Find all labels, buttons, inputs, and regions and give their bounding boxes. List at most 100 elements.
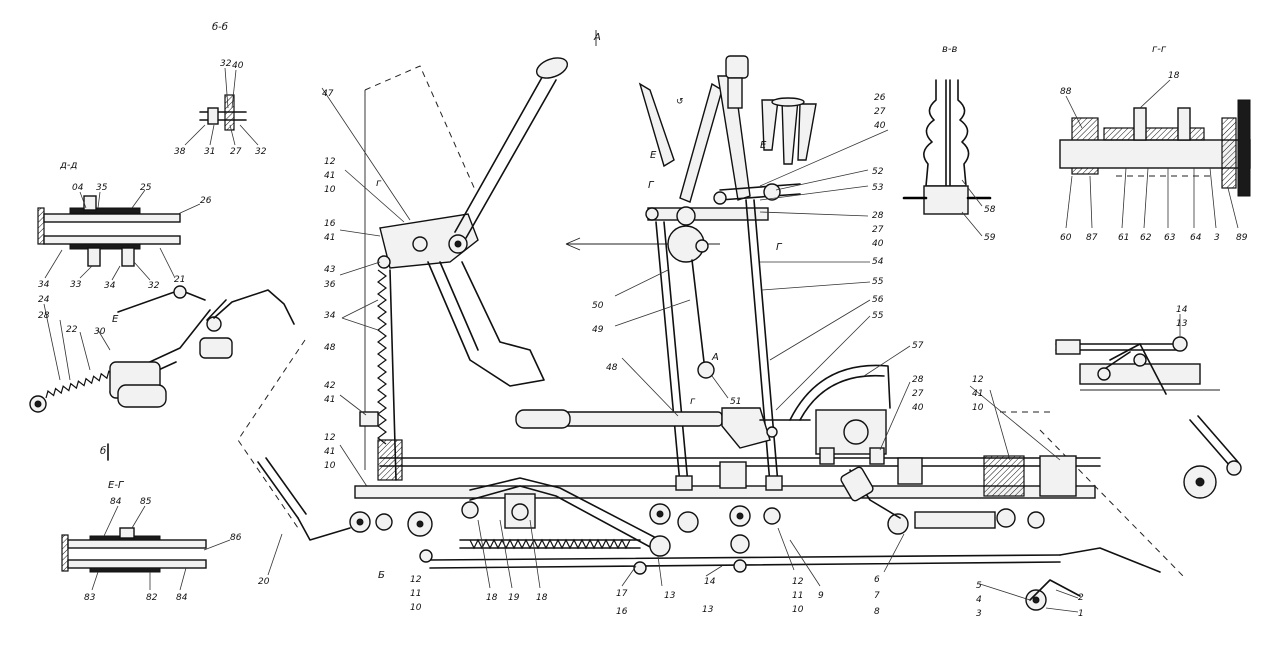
cut-mark-g4: г [690, 396, 696, 407]
section-label-v-v: в-в [942, 44, 958, 55]
callout: 17 [616, 589, 628, 599]
cut-mark-e3: Е [760, 140, 767, 151]
callout: 11 [410, 589, 421, 599]
wall [37, 207, 45, 245]
callout: 9 [818, 591, 824, 601]
callout: 49 [592, 325, 604, 335]
callout: 25 [140, 183, 152, 193]
shaft-bottom [43, 235, 181, 245]
cut-mark-e2: Е [650, 150, 657, 161]
callout: 1 [1078, 609, 1084, 619]
callout: 84 [110, 497, 122, 507]
callout: 4 [976, 595, 982, 605]
callout: 88 [1060, 87, 1072, 97]
callout: 8 [874, 607, 880, 617]
callout: 32 [220, 59, 232, 69]
callout: 32 [255, 147, 267, 157]
callout: 40 [874, 121, 886, 131]
cut-mark-b2: Б [378, 570, 385, 581]
section-e-f: б Е-Г 84 85 86 83 82 84 [61, 443, 242, 603]
callout: 33 [70, 280, 82, 290]
callout: 12 [410, 575, 422, 585]
section-label-e-f: Е-Г [108, 480, 125, 491]
cut-mark-g: г [376, 178, 382, 189]
lower-rod [429, 554, 1061, 561]
callout: 18 [1168, 71, 1180, 81]
callout: 6 [874, 575, 880, 585]
pedal-assembly: 47 12 41 10 16 41 43 36 34 48 42 41 12 4… [321, 57, 569, 613]
pedal-pad [427, 261, 545, 387]
callout: 12 [324, 433, 336, 443]
callout: 26 [200, 196, 212, 206]
cut-mark-b: б [100, 445, 106, 457]
section-v-v: в-в 58 59 [902, 44, 996, 243]
view-a-small-label: А [711, 352, 719, 363]
callout: 56 [872, 295, 884, 305]
bellows [377, 439, 403, 481]
nut [207, 107, 219, 125]
bottom-callouts: 18 19 18 17 16 13 14 13 [477, 519, 821, 617]
cut-mark-g2: Г [648, 180, 655, 191]
callout: 13 [664, 591, 676, 601]
callout: 34 [324, 311, 336, 321]
callout: 18 [486, 593, 498, 603]
callout: 59 [984, 233, 996, 243]
pedal-rod: 20 [237, 339, 351, 587]
lever-knob [725, 55, 749, 79]
callout: 27 [230, 147, 242, 157]
cut-mark-e: Е [112, 314, 119, 325]
callout: 14 [704, 577, 716, 587]
callout: 18 [536, 593, 548, 603]
section-d-d: д-д 04 35 25 26 34 33 34 32 21 [37, 160, 212, 291]
callout: 34 [104, 281, 116, 291]
left-linkage: 24 28 22 30 Е [29, 285, 295, 413]
callout: 26 [874, 93, 886, 103]
callout: 30 [94, 327, 106, 337]
callout: 3 [1214, 233, 1220, 243]
callout: 7 [874, 591, 880, 601]
callout: 12 [792, 577, 804, 587]
callout: 3 [976, 609, 982, 619]
callout: 12 [324, 157, 336, 167]
callout: 41 [324, 171, 335, 181]
callout: 40 [872, 239, 884, 249]
callout: 34 [38, 280, 50, 290]
flange-right [1221, 117, 1237, 189]
callout: 28 [38, 311, 50, 321]
callout: 47 [322, 89, 334, 99]
callout: 43 [324, 265, 336, 275]
callout: 28 [912, 375, 924, 385]
callout: 50 [592, 301, 604, 311]
callout: 48 [606, 363, 618, 373]
callout: 53 [872, 183, 884, 193]
rod-left [655, 221, 681, 485]
lever-ghost-2 [679, 82, 723, 203]
callout: 41 [324, 447, 335, 457]
callout: 41 [972, 389, 983, 399]
callout: 60 [1060, 233, 1072, 243]
wall [61, 534, 69, 572]
main-frame [354, 411, 1186, 579]
section-b-b: б-б 32 40 38 31 27 32 [174, 21, 267, 157]
callout: 36 [324, 280, 336, 290]
callout: 86 [230, 533, 242, 543]
callout: 2 [1078, 593, 1084, 603]
long-spring [469, 538, 631, 550]
bushing-top [69, 207, 141, 214]
callout: 61 [1118, 233, 1129, 243]
callout: 83 [84, 593, 96, 603]
pivots [349, 466, 1081, 611]
shaft-top [43, 213, 181, 223]
callout: 16 [324, 219, 336, 229]
cut-mark-g3: Г [776, 242, 783, 253]
callout: 16 [616, 607, 628, 617]
callout: 20 [258, 577, 270, 587]
lever-knob [535, 57, 569, 79]
lever-ghost-1 [638, 82, 675, 168]
callout: 35 [96, 183, 108, 193]
view-a-label: А [593, 32, 601, 43]
callout: 52 [872, 167, 884, 177]
right-detail: 14 13 [1055, 305, 1242, 499]
callout: 40 [912, 403, 924, 413]
callout: 22 [66, 325, 78, 335]
